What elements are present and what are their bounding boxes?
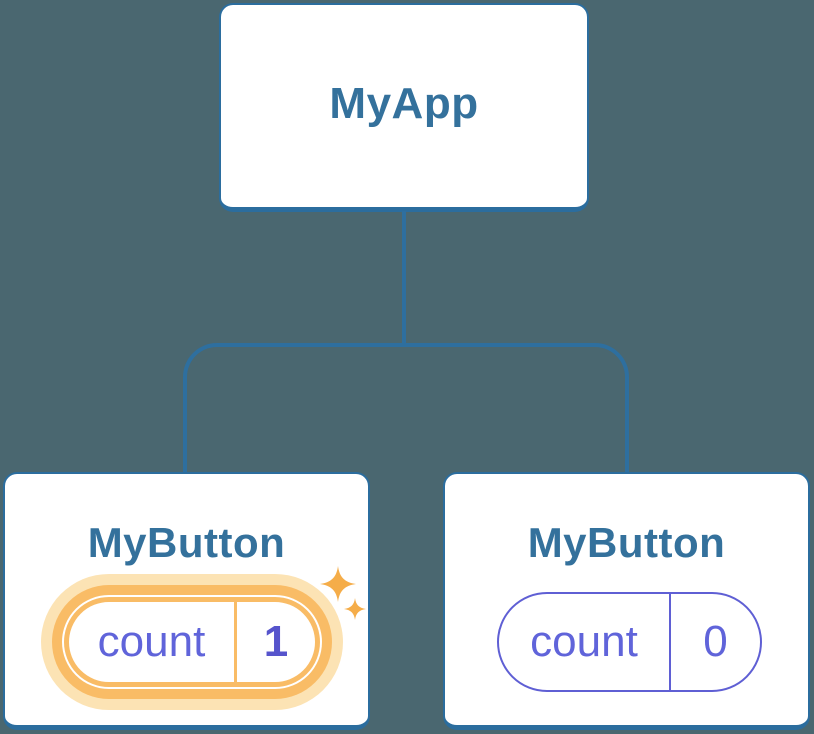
child-node-label: MyButton — [87, 519, 286, 566]
state-key-label: count — [530, 617, 638, 666]
state-key-label: count — [97, 617, 206, 666]
state-pill-divider — [234, 602, 237, 682]
child-node-mybutton-2: MyButton count 0 — [443, 472, 810, 730]
state-pill-default: count 0 — [497, 592, 762, 692]
state-pill-highlighted: count 1 — [64, 597, 320, 687]
sparkle-icon — [320, 566, 356, 602]
state-pill-divider — [669, 594, 671, 690]
child-node-label: MyButton — [527, 519, 726, 566]
root-node-label: MyApp — [329, 79, 479, 129]
state-value: 1 — [263, 617, 289, 666]
root-node-myapp: MyApp — [219, 3, 589, 212]
child-node-mybutton-1: MyButton count 1 — [3, 472, 370, 730]
state-value: 0 — [703, 617, 728, 666]
sparkle-icon — [344, 598, 366, 620]
connector-bracket — [183, 343, 629, 472]
connector-stem — [402, 211, 406, 344]
